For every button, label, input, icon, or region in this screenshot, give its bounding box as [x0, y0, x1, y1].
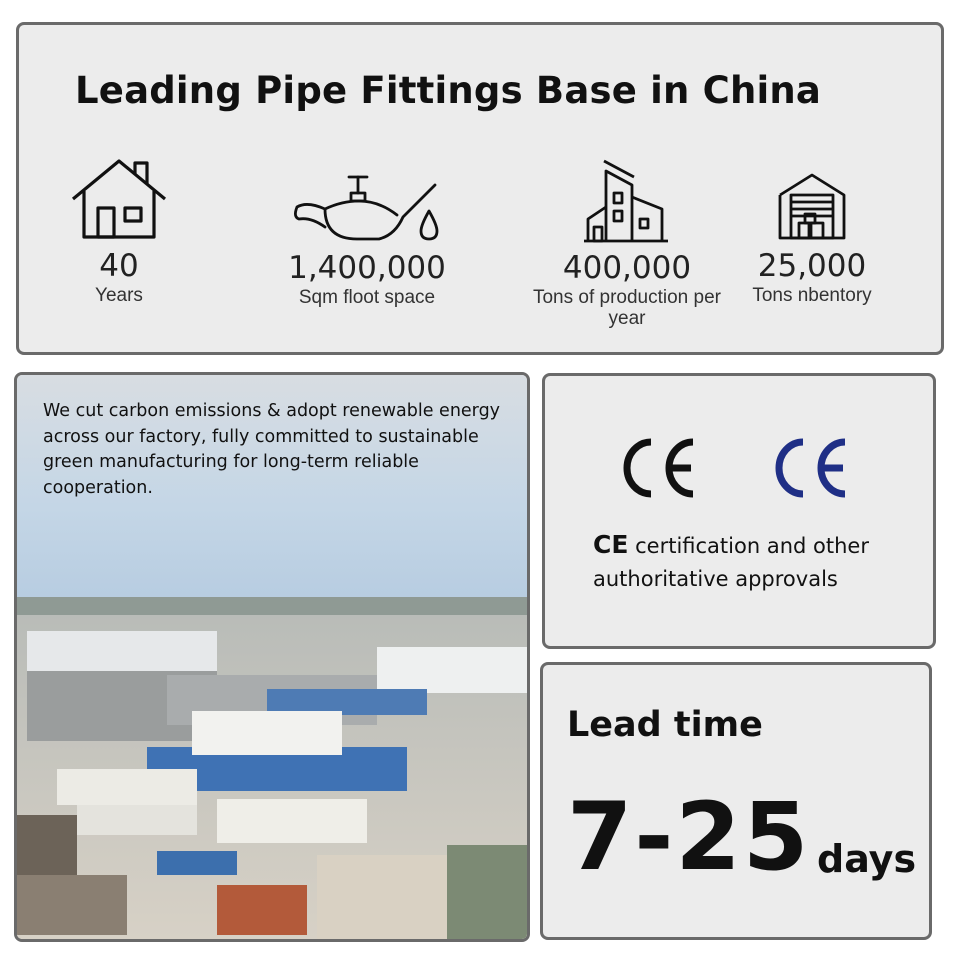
caption-text: certification and other authoritative ap…: [593, 534, 869, 591]
stat-value: 400,000: [562, 250, 692, 286]
lead-time-title: Lead time: [567, 705, 763, 745]
stat-production: 400,000 Tons of production per year: [527, 157, 727, 329]
factory-photo-panel: We cut carbon emissions & adopt renewabl…: [14, 372, 530, 942]
stat-floor-space: 1,400,000 Sqm floot space: [261, 173, 473, 308]
stat-label: Sqm floot space: [298, 287, 436, 308]
ce-mark-black-icon: [623, 438, 694, 498]
stat-value: 25,000: [757, 248, 867, 284]
stat-inventory: 25,000 Tons nbentory: [737, 171, 887, 306]
caption-bold: CE: [593, 530, 629, 559]
stat-years: 40 Years: [63, 155, 175, 306]
stat-label: Tons of production per year: [532, 287, 721, 329]
warehouse-icon: [778, 173, 846, 240]
ce-logos: [623, 438, 846, 498]
house-icon: [71, 159, 167, 239]
stat-value: 1,400,000: [288, 250, 446, 286]
certification-panel: CE certification and other authoritative…: [542, 373, 936, 649]
oil-can-icon: [294, 175, 439, 241]
ce-mark-blue-icon: [775, 438, 846, 498]
factory-aerial-image: [17, 375, 527, 939]
lead-time-unit: days: [817, 837, 917, 881]
lead-time-value: 7-25: [567, 783, 811, 892]
lead-time-panel: Lead time 7-25 days: [540, 662, 932, 940]
stat-label: Years: [95, 285, 143, 306]
green-manufacturing-text: We cut carbon emissions & adopt renewabl…: [43, 401, 501, 498]
stat-label: Tons nbentory: [752, 285, 872, 306]
stats-panel: Leading Pipe Fittings Base in China 40 Y…: [16, 22, 944, 355]
factory-building-icon: [584, 159, 668, 243]
stat-value: 40: [99, 248, 139, 284]
certification-caption: CE certification and other authoritative…: [593, 528, 923, 596]
page-title: Leading Pipe Fittings Base in China: [75, 69, 822, 112]
